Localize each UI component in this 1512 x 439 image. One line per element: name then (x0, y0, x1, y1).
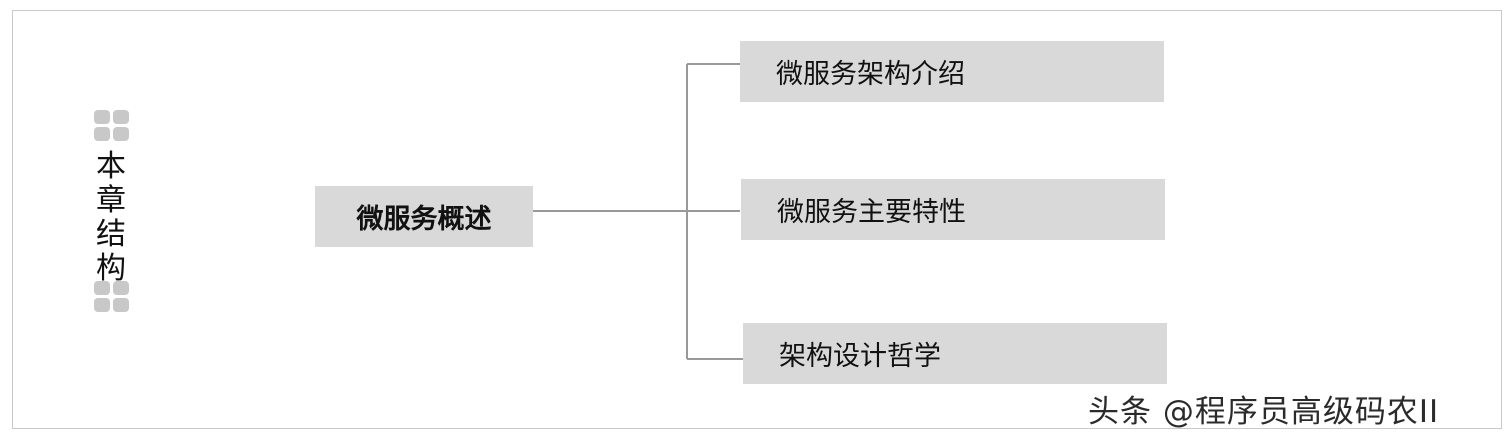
grid-icon (94, 281, 130, 313)
root-node: 微服务概述 (315, 186, 533, 247)
child-node-1: 微服务架构介绍 (740, 41, 1164, 102)
side-title: 本章结构 (96, 149, 126, 286)
grid-icon (94, 110, 130, 142)
child-node-2: 微服务主要特性 (741, 179, 1165, 240)
diagram-frame (12, 10, 1502, 429)
watermark-text: 头条 @程序员高级码农II (1088, 394, 1440, 430)
child-node-3: 架构设计哲学 (743, 323, 1167, 384)
